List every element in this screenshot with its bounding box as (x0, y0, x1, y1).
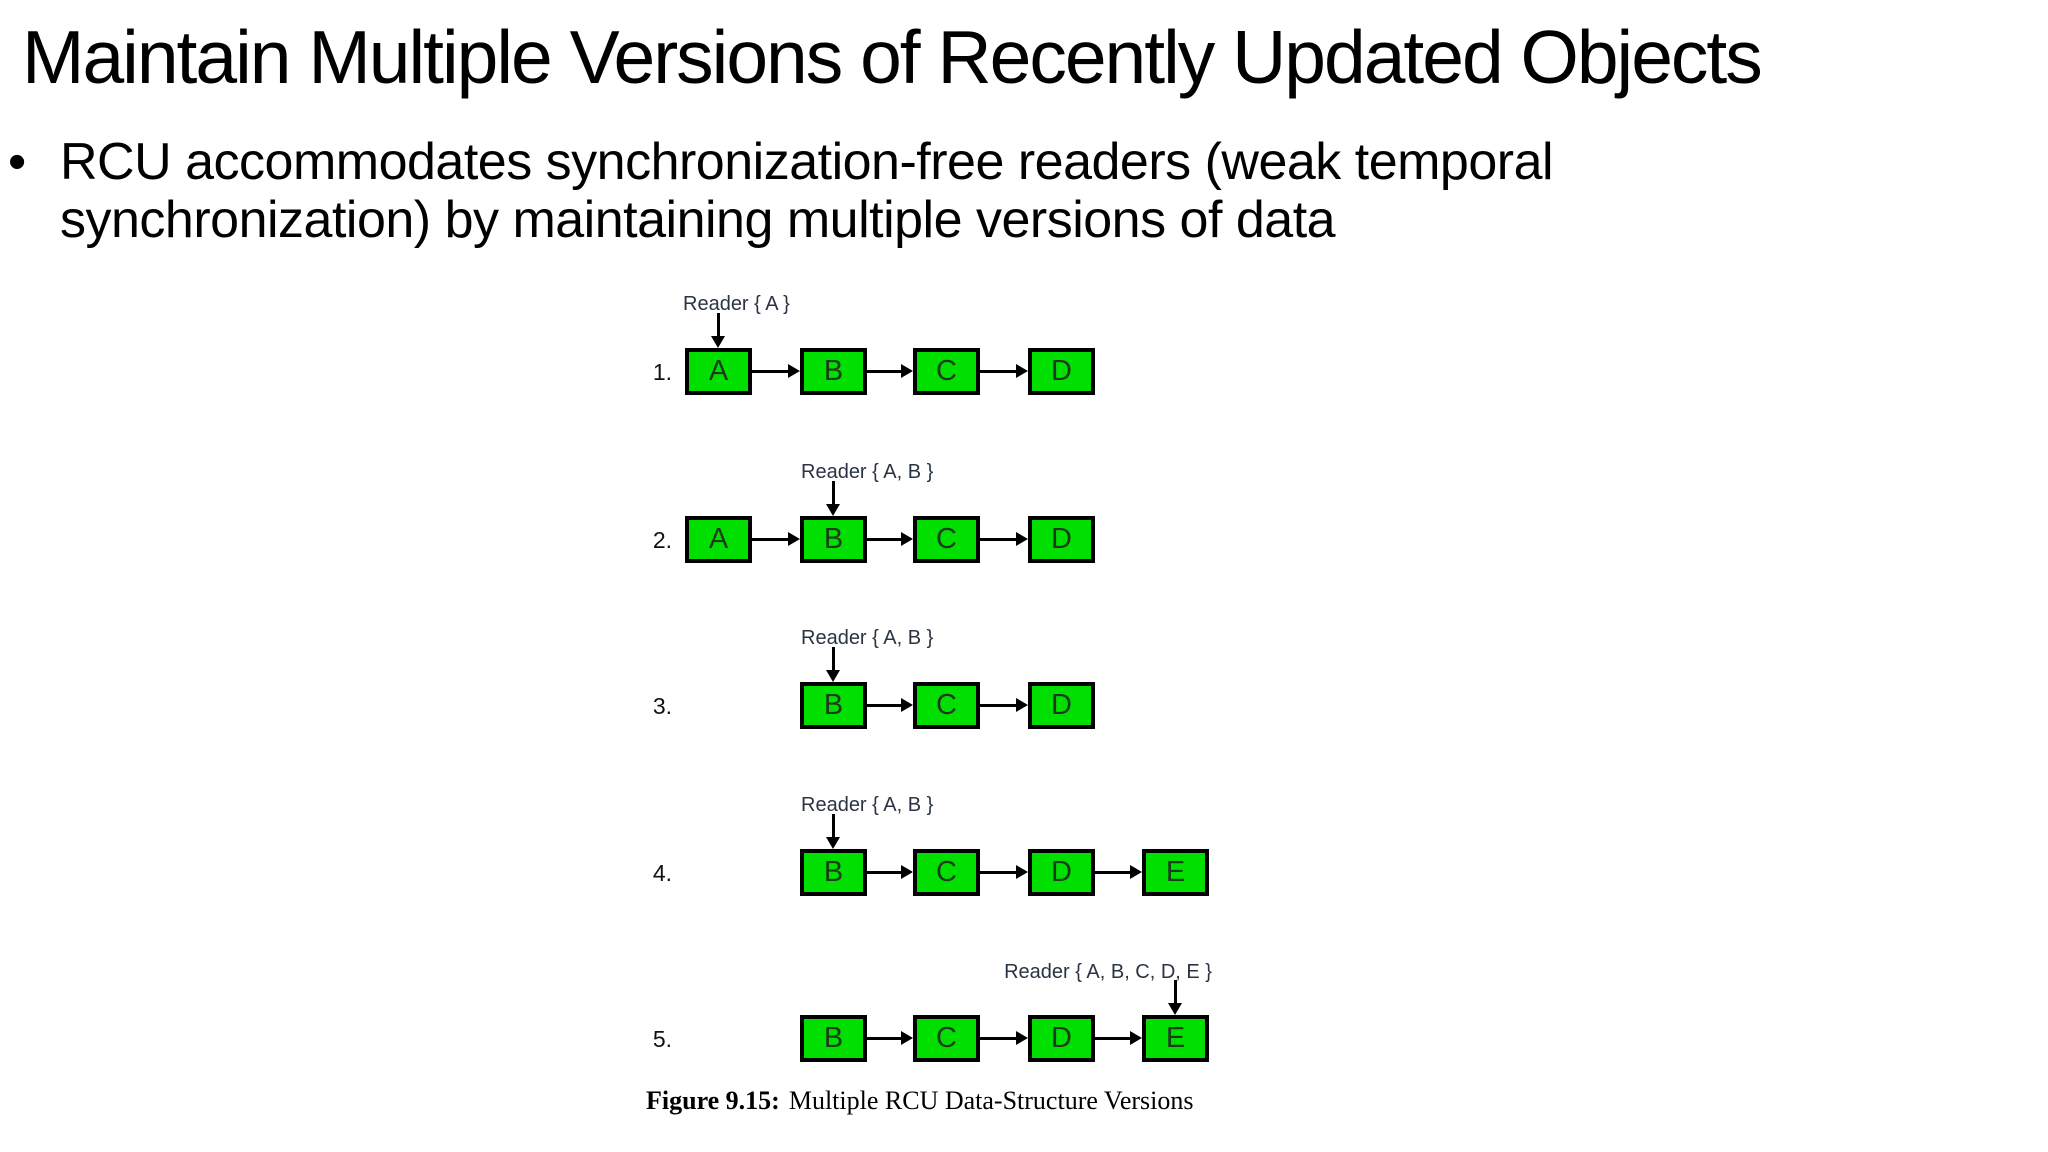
node-box: C (913, 348, 980, 395)
bullet-line-2: synchronization) by maintaining multiple… (60, 191, 1336, 249)
figure-caption-text: Multiple RCU Data-Structure Versions (788, 1086, 1194, 1115)
node-box: E (1142, 1015, 1209, 1062)
arrow-right-icon (752, 364, 800, 378)
arrow-down-icon (711, 313, 725, 348)
bullet-text: RCU accommodates synchronization-free re… (60, 133, 1554, 249)
reader-label: Reader { A, B } (801, 794, 934, 816)
node-box: C (913, 516, 980, 563)
arrow-down-icon (826, 647, 840, 682)
row-number: 3. (652, 693, 672, 719)
row-number: 2. (652, 527, 672, 553)
reader-label: Reader { A, B, C, D, E } (1004, 961, 1212, 983)
node-box: A (685, 348, 752, 395)
node-box: D (1028, 516, 1095, 563)
node-box: C (913, 1015, 980, 1062)
arrow-right-icon (1095, 865, 1142, 879)
row-number: 4. (652, 860, 672, 886)
arrow-down-icon (826, 481, 840, 516)
reader-label: Reader { A } (683, 293, 790, 315)
node-box: B (800, 682, 867, 729)
arrow-down-icon (1168, 980, 1182, 1015)
arrow-right-icon (980, 532, 1028, 546)
reader-label: Reader { A, B } (801, 461, 934, 483)
arrow-right-icon (1095, 1031, 1142, 1045)
arrow-right-icon (980, 1031, 1028, 1045)
rcu-versions-figure: 1. Reader { A } A B C D 2. Reader { A, B… (640, 280, 1260, 1150)
arrow-right-icon (752, 532, 800, 546)
arrow-right-icon (867, 364, 913, 378)
arrow-right-icon (980, 364, 1028, 378)
node-box: C (913, 849, 980, 896)
node-box: B (800, 516, 867, 563)
bullet-line-1: RCU accommodates synchronization-free re… (60, 133, 1554, 191)
node-box: B (800, 348, 867, 395)
arrow-right-icon (980, 698, 1028, 712)
node-box: E (1142, 849, 1209, 896)
arrow-right-icon (867, 532, 913, 546)
arrow-right-icon (867, 865, 913, 879)
figure-caption: Figure 9.15: Multiple RCU Data-Structure … (646, 1086, 1193, 1116)
row-number: 5. (652, 1026, 672, 1052)
node-box: C (913, 682, 980, 729)
node-box: D (1028, 682, 1095, 729)
node-box: D (1028, 849, 1095, 896)
reader-label: Reader { A, B } (801, 627, 934, 649)
node-box: B (800, 1015, 867, 1062)
bullet-marker: • (8, 133, 27, 191)
figure-caption-label: Figure 9.15: (646, 1086, 780, 1115)
node-box: D (1028, 1015, 1095, 1062)
arrow-down-icon (826, 814, 840, 849)
arrow-right-icon (980, 865, 1028, 879)
row-number: 1. (652, 359, 672, 385)
arrow-right-icon (867, 698, 913, 712)
slide-title: Maintain Multiple Versions of Recently U… (22, 15, 1763, 99)
arrow-right-icon (867, 1031, 913, 1045)
node-box: A (685, 516, 752, 563)
node-box: D (1028, 348, 1095, 395)
node-box: B (800, 849, 867, 896)
